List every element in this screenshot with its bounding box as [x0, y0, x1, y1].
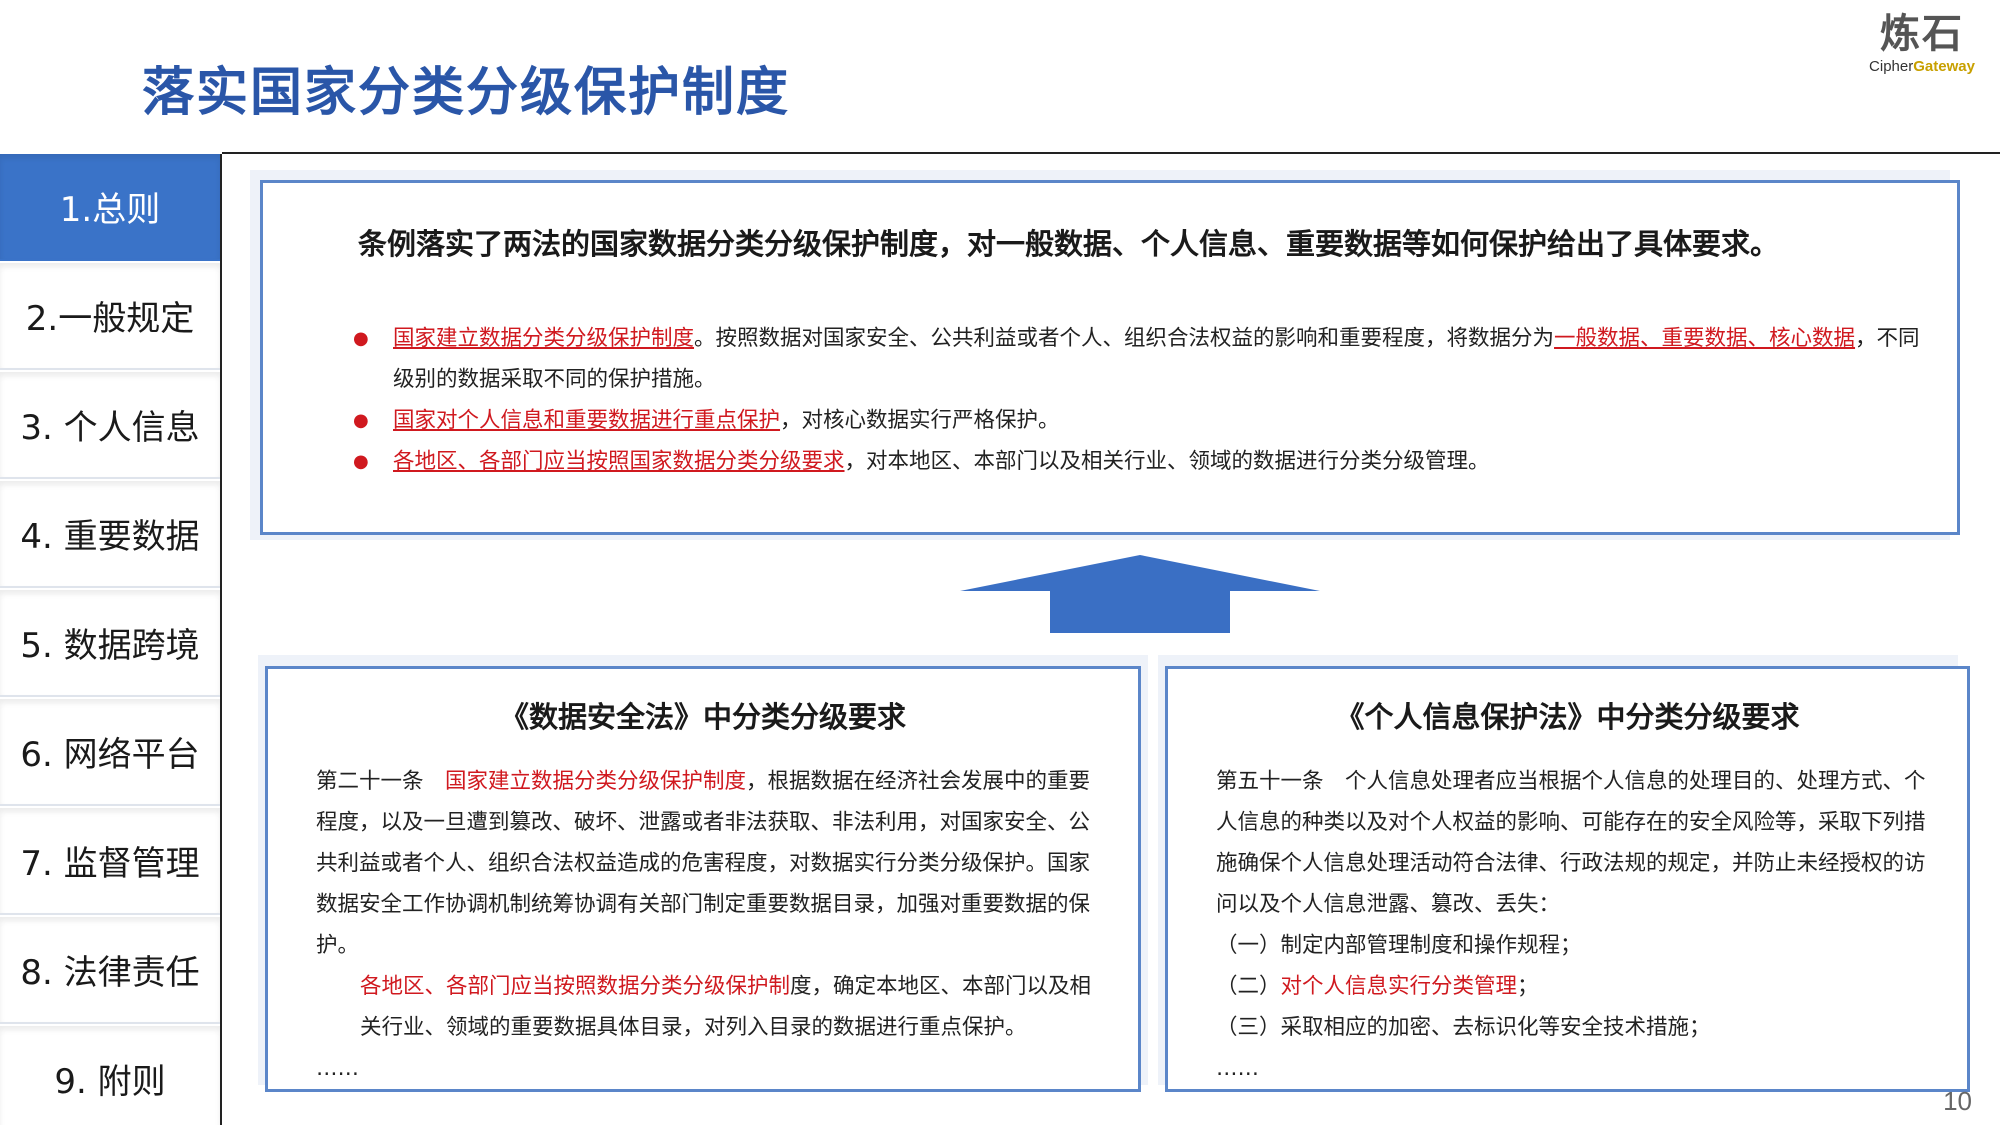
sidebar-item-legal-liability[interactable]: 8. 法律责任: [0, 917, 220, 1024]
red-highlight: 对个人信息实行分类管理: [1280, 974, 1518, 999]
logo-en-text: CipherGateway: [1858, 58, 1986, 75]
data-security-law-panel: 《数据安全法》中分类分级要求 第二十一条 国家建立数据分类分级保护制度，根据数据…: [265, 666, 1141, 1092]
red-highlight: 各地区、各部门应当按照数据分类分级保护制: [360, 974, 791, 999]
left-panel-body: 第二十一条 国家建立数据分类分级保护制度，根据数据在经济社会发展中的重要程度，以…: [316, 761, 1102, 1089]
red-highlight: 国家建立数据分类分级保护制度: [445, 769, 747, 794]
measure-prefix: （二）: [1216, 974, 1281, 999]
logo-en-prefix: Cipher: [1869, 58, 1914, 75]
sidebar-item-important-data[interactable]: 4. 重要数据: [0, 481, 220, 588]
bullet-text: 。按照数据对国家安全、公共利益或者个人、组织合法权益的影响和重要程度，将数据分为: [694, 326, 1555, 351]
sidebar-item-general-provisions[interactable]: 2.一般规定: [0, 263, 220, 370]
left-paragraph-1: 第二十一条 国家建立数据分类分级保护制度，根据数据在经济社会发展中的重要程度，以…: [316, 761, 1102, 966]
page-number: 10: [1943, 1086, 1972, 1116]
logo-en-suffix: Gateway: [1913, 58, 1975, 75]
right-panel-title: 《个人信息保护法》中分类分级要求: [1335, 700, 1800, 734]
summary-bullets: 国家建立数据分类分级保护制度。按照数据对国家安全、公共利益或者个人、组织合法权益…: [353, 318, 1933, 482]
sidebar-item-supplementary[interactable]: 9. 附则: [0, 1026, 220, 1125]
paragraph-text: ，根据数据在经济社会发展中的重要程度，以及一旦遭到篡改、破坏、泄露或者非法获取、…: [316, 769, 1091, 958]
sidebar-item-personal-info[interactable]: 3. 个人信息: [0, 372, 220, 479]
pipl-panel: 《个人信息保护法》中分类分级要求 第五十一条 个人信息处理者应当根据个人信息的处…: [1165, 666, 1970, 1092]
measure-item-1: （一）制定内部管理制度和操作规程；: [1216, 933, 1582, 958]
bullet-highlight: 国家建立数据分类分级保护制度: [393, 326, 695, 351]
sidebar-item-general-principles[interactable]: 1.总则: [0, 154, 220, 261]
bullet-highlight-text: 对个人信息和重要数据进行重点保护: [436, 408, 781, 433]
article-number: 第二十一条: [316, 769, 446, 794]
bullet-item: 各地区、各部门应当按照国家数据分类分级要求，对本地区、本部门以及相关行业、领域的…: [353, 441, 1933, 482]
paragraph-text: 度，确定本地区、本部门以及相关行业、领域的重要数据具体目录，对列入目录的数据进行…: [360, 974, 1092, 1040]
sidebar-item-cross-border[interactable]: 5. 数据跨境: [0, 590, 220, 697]
left-ellipsis: ……: [316, 1056, 359, 1081]
right-paragraph-1: 第五十一条 个人信息处理者应当根据个人信息的处理目的、处理方式、个人信息的种类以…: [1216, 769, 1926, 917]
left-panel-title: 《数据安全法》中分类分级要求: [499, 700, 906, 734]
bullet-prefix: 国家: [393, 408, 437, 433]
logo-cn-text: 炼石: [1880, 11, 1964, 57]
page-title: 落实国家分类分级保护制度: [142, 63, 791, 123]
bullet-item: 国家建立数据分类分级保护制度。按照数据对国家安全、公共利益或者个人、组织合法权益…: [353, 318, 1933, 400]
sidebar-nav: 1.总则 2.一般规定 3. 个人信息 4. 重要数据 5. 数据跨境 6. 网…: [0, 154, 222, 1125]
summary-heading: 条例落实了两法的国家数据分类分级保护制度，对一般数据、个人信息、重要数据等如何保…: [358, 227, 1780, 261]
sidebar-item-supervision[interactable]: 7. 监督管理: [0, 808, 220, 915]
summary-panel: 条例落实了两法的国家数据分类分级保护制度，对一般数据、个人信息、重要数据等如何保…: [260, 180, 1960, 535]
bullet-highlight: 一般数据、重要数据、核心数据: [1554, 326, 1856, 351]
right-ellipsis: ……: [1216, 1056, 1259, 1081]
up-arrow-icon: [960, 555, 1320, 633]
bullet-text: ，对本地区、本部门以及相关行业、领域的数据进行分类分级管理。: [844, 449, 1490, 474]
header-divider: [222, 152, 2000, 154]
right-panel-body: 第五十一条 个人信息处理者应当根据个人信息的处理目的、处理方式、个人信息的种类以…: [1216, 761, 1931, 1089]
left-paragraph-2: 各地区、各部门应当按照数据分类分级保护制度，确定本地区、本部门以及相关行业、领域…: [316, 966, 1102, 1048]
bullet-text: ，不同级别的数据采取不同的保护措施。: [393, 326, 1920, 392]
measure-item-2: （二）对个人信息实行分类管理；: [1216, 966, 1931, 1007]
measure-item-3: （三）采取相应的加密、去标识化等安全技术措施；: [1216, 1015, 1711, 1040]
bullet-text: ，对核心数据实行严格保护。: [780, 408, 1060, 433]
bullet-item: 国家对个人信息和重要数据进行重点保护，对核心数据实行严格保护。: [353, 400, 1933, 441]
sidebar-item-network-platform[interactable]: 6. 网络平台: [0, 699, 220, 806]
bullet-highlight: 各地区、各部门应当按照国家数据分类分级要求: [393, 449, 845, 474]
bullet-highlight: 国家对个人信息和重要数据进行重点保护: [393, 408, 780, 433]
brand-logo: 炼石 CipherGateway: [1858, 12, 1986, 75]
measure-suffix: ；: [1517, 974, 1539, 999]
